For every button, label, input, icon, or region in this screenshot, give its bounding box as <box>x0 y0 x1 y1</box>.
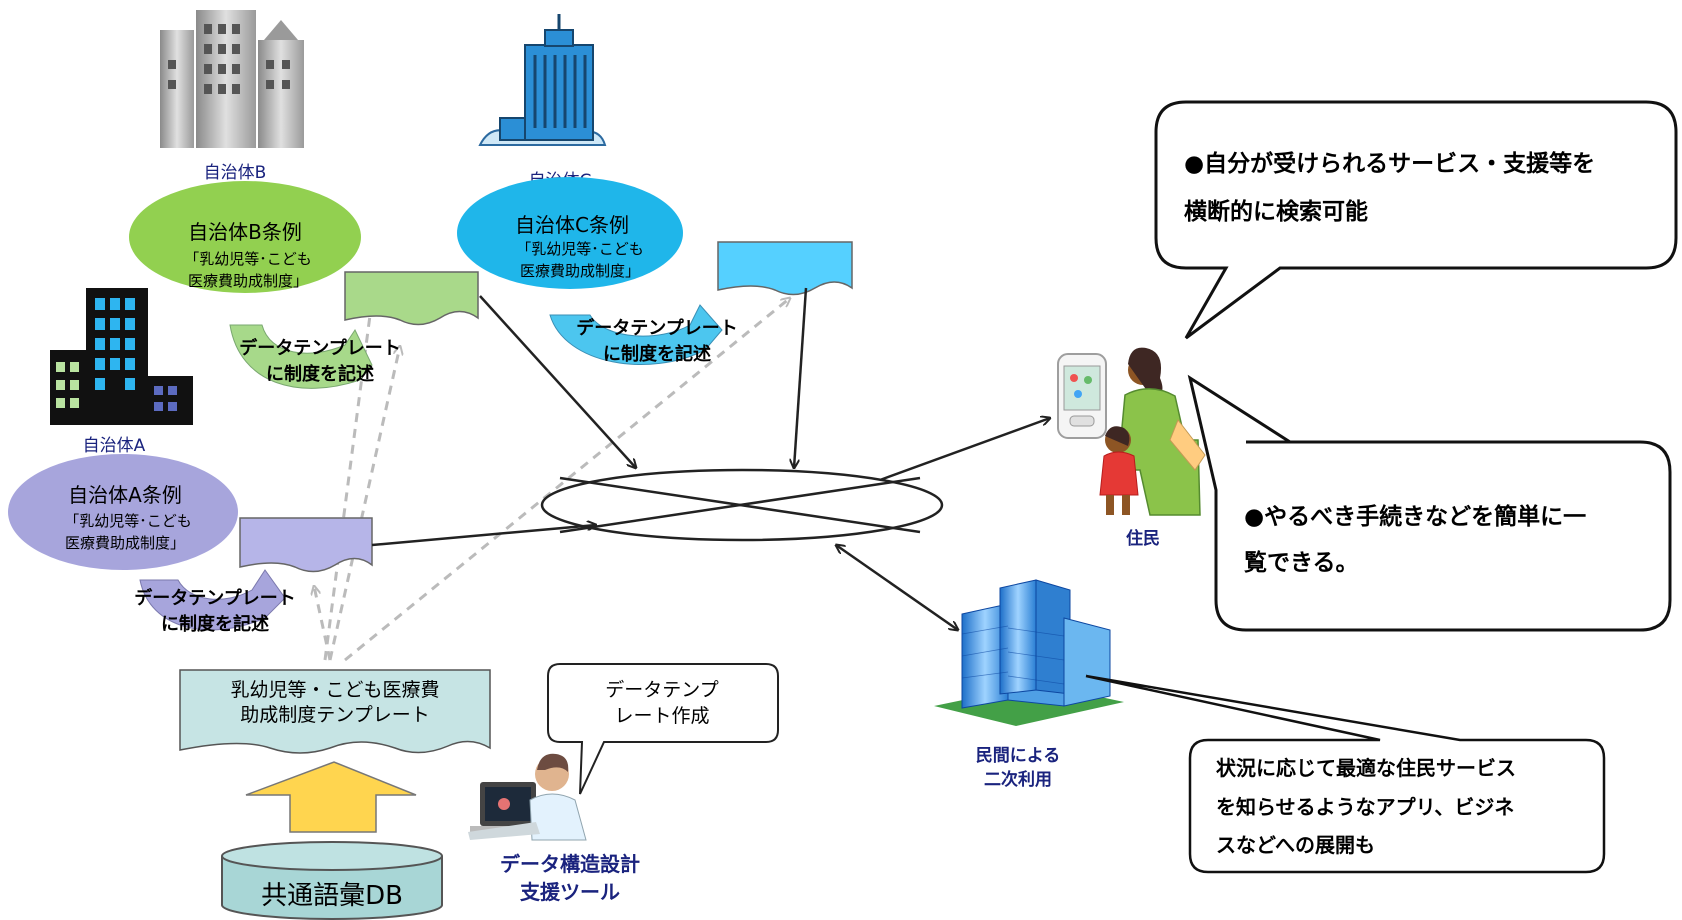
describe-arrow-b <box>229 324 373 389</box>
designer-at-computer-illustration <box>468 753 587 841</box>
municipality-c-building <box>478 14 607 146</box>
ordinance-a-title: 自治体A条例 <box>68 483 182 507</box>
common-template-line1: 乳幼児等・こども医療費 <box>230 679 439 701</box>
ordinance-c-line1: 「乳幼児等･こども <box>516 240 644 258</box>
callout-procedures-line2: 覧できる。 <box>1244 549 1359 576</box>
common-template-doc: 乳幼児等・こども医療費 助成制度テンプレート <box>179 669 491 754</box>
tool-bubble-line2: レート作成 <box>614 705 709 727</box>
ordinance-c-title: 自治体C条例 <box>515 213 629 237</box>
solid-connectors <box>371 287 1050 630</box>
tool-label-line1: データ構造設計 <box>500 852 640 876</box>
callout-procedures: ●やるべき手続きなどを簡単に一 覧できる。 <box>1187 374 1672 632</box>
template-a-label-line2: に制度を記述 <box>161 613 269 635</box>
template-b-label-line2: に制度を記述 <box>266 363 374 385</box>
private-sector-building <box>934 579 1124 726</box>
tool-label-line2: 支援ツール <box>520 880 620 904</box>
ordinance-b-line1: 「乳幼児等･こども <box>184 250 312 268</box>
template-doc-a <box>239 517 373 573</box>
tool-bubble-line1: データテンプ <box>605 679 718 701</box>
common-template-line2: 助成制度テンプレート <box>240 704 429 726</box>
callout-search: ●自分が受けられるサービス・支援等を 横断的に検索可能 <box>1154 100 1678 340</box>
template-doc-b <box>344 271 479 326</box>
template-b-label-line1: データテンプレート <box>239 337 400 359</box>
vocabulary-up-arrow <box>245 761 417 833</box>
callout-business-line2: を知らせるようなアプリ、ビジネ <box>1216 795 1514 819</box>
callout-business-line1: 状況に応じて最適な住民サービス <box>1216 756 1516 780</box>
vocabulary-db: 共通語彙DB <box>221 841 443 920</box>
template-c-label-line2: に制度を記述 <box>603 343 711 365</box>
dashed-connectors <box>314 298 790 662</box>
template-a-label-line1: データテンプレート <box>134 587 295 609</box>
describe-arrow-a <box>139 569 286 631</box>
municipality-b-label: 自治体B <box>204 163 267 183</box>
callout-business: 状況に応じて最適な住民サービス を知らせるようなアプリ、ビジネ スなどへの展開も <box>1085 674 1606 874</box>
municipality-b-building <box>160 10 304 148</box>
template-doc-c <box>717 241 853 296</box>
ordinance-a-line1: 「乳幼児等･こども <box>64 512 192 530</box>
resident-label: 住民 <box>1126 528 1160 549</box>
ordinance-a-ellipse: 自治体A条例 「乳幼児等･こども 医療費助成制度」 <box>8 454 238 570</box>
callout-search-line1: ●自分が受けられるサービス・支援等を <box>1184 150 1595 177</box>
callout-business-line3: スなどへの展開も <box>1216 833 1375 857</box>
tool-speech-bubble: データテンプ レート作成 <box>547 663 779 795</box>
ordinance-b-line2: 医療費助成制度」 <box>188 272 308 290</box>
ordinance-b-title: 自治体B条例 <box>188 220 302 244</box>
ordinance-c-ellipse: 自治体C条例 「乳幼児等･こども 医療費助成制度」 <box>457 177 683 289</box>
ordinance-a-line2: 医療費助成制度」 <box>65 534 185 552</box>
template-c-label-line1: データテンプレート <box>576 317 737 339</box>
data-hub <box>540 468 944 542</box>
ordinance-c-line2: 医療費助成制度」 <box>520 262 640 280</box>
callout-procedures-line1: ●やるべき手続きなどを簡単に一 <box>1244 503 1586 530</box>
private-use-label-line1: 民間による <box>976 746 1061 766</box>
municipality-a-label: 自治体A <box>83 436 146 456</box>
resident-illustration <box>1099 347 1206 516</box>
municipality-a-building <box>50 288 193 425</box>
private-use-label-line2: 二次利用 <box>984 769 1052 790</box>
vocabulary-db-label: 共通語彙DB <box>261 881 403 911</box>
describe-arrow-c <box>549 304 723 365</box>
smartphone-icon <box>1057 353 1107 439</box>
ordinance-b-ellipse: 自治体B条例 「乳幼児等･こども 医療費助成制度」 <box>129 181 361 293</box>
callout-search-line2: 横断的に検索可能 <box>1184 198 1368 225</box>
